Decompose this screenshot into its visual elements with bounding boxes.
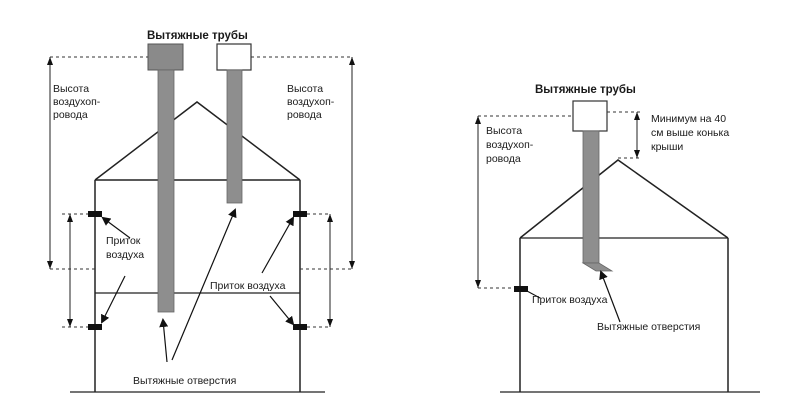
right-inflow-label: Приток воздуха [532, 294, 608, 306]
left-inflow-label-right: Приток воздуха [210, 280, 286, 292]
left-vent-upper-right [293, 211, 307, 217]
right-height-dimension [478, 111, 640, 289]
right-height-label-3: ровода [486, 153, 521, 165]
right-exhaust-pipe [572, 100, 614, 272]
right-minimum-label-2: см выше конька [651, 127, 729, 139]
right-outlets-label: Вытяжные отверстия [597, 321, 700, 333]
right-height-label-2: воздухоп- [486, 139, 534, 151]
left-outlets-label: Вытяжные отверстия [133, 375, 236, 387]
left-height-dimension-right [251, 56, 352, 328]
left-house [70, 101, 325, 393]
left-title: Вытяжные трубы [147, 30, 248, 42]
right-minimum-label-1: Минимум на 40 [651, 113, 726, 125]
left-height-dimension-left [50, 56, 148, 328]
right-arrows [599, 270, 621, 323]
right-title: Вытяжные трубы [535, 84, 636, 96]
left-arrows [101, 208, 295, 363]
left-short-exhaust-pipe [216, 43, 252, 204]
left-vent-lower-left [88, 324, 102, 330]
right-height-label-3: ровода [287, 109, 322, 121]
right-vent [514, 286, 528, 292]
left-height-label-3: ровода [53, 109, 88, 121]
right-height-label-1: Высота [486, 125, 522, 137]
right-minimum-label-3: крыши [651, 141, 683, 153]
left-inflow-label-2: воздуха [106, 249, 144, 261]
left-tall-exhaust-pipe [147, 43, 184, 313]
left-vent-upper-left [88, 211, 102, 217]
right-height-label-2: воздухоп- [287, 96, 335, 108]
left-inflow-label-1: Приток [106, 235, 141, 247]
right-house [500, 159, 760, 393]
left-height-label-2: воздухоп- [53, 96, 101, 108]
left-vent-lower-right [293, 324, 307, 330]
left-height-label-1: Высота [53, 83, 89, 95]
right-height-label-1: Высота [287, 83, 323, 95]
